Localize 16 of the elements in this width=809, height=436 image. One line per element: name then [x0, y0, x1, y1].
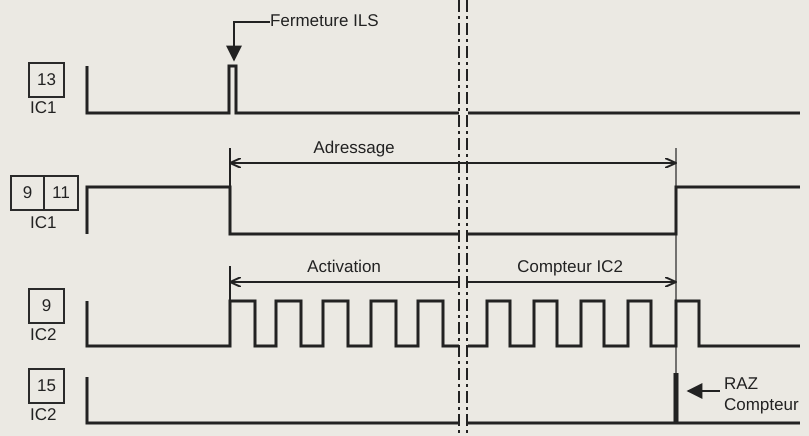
annotation-text: RAZ Compteur: [724, 373, 809, 415]
chip-label: IC1: [30, 98, 56, 118]
interval-label: Compteur IC2: [517, 257, 623, 277]
pin-number-box: 13: [28, 62, 65, 98]
pin-number-box: 11: [43, 175, 79, 211]
interval-label: Adressage: [313, 138, 395, 158]
annotation-text: Fermeture ILS: [270, 10, 410, 31]
pin-number-box: 9: [28, 288, 65, 324]
chip-label: IC1: [30, 213, 56, 233]
leader-line: [686, 383, 720, 399]
leader-line: [226, 21, 270, 62]
pin-number-box: 9: [10, 175, 45, 211]
pin-number-box: 15: [28, 368, 65, 404]
chip-label: IC2: [30, 325, 56, 345]
interval-label: Activation: [307, 257, 381, 277]
chip-label: IC2: [30, 405, 56, 425]
